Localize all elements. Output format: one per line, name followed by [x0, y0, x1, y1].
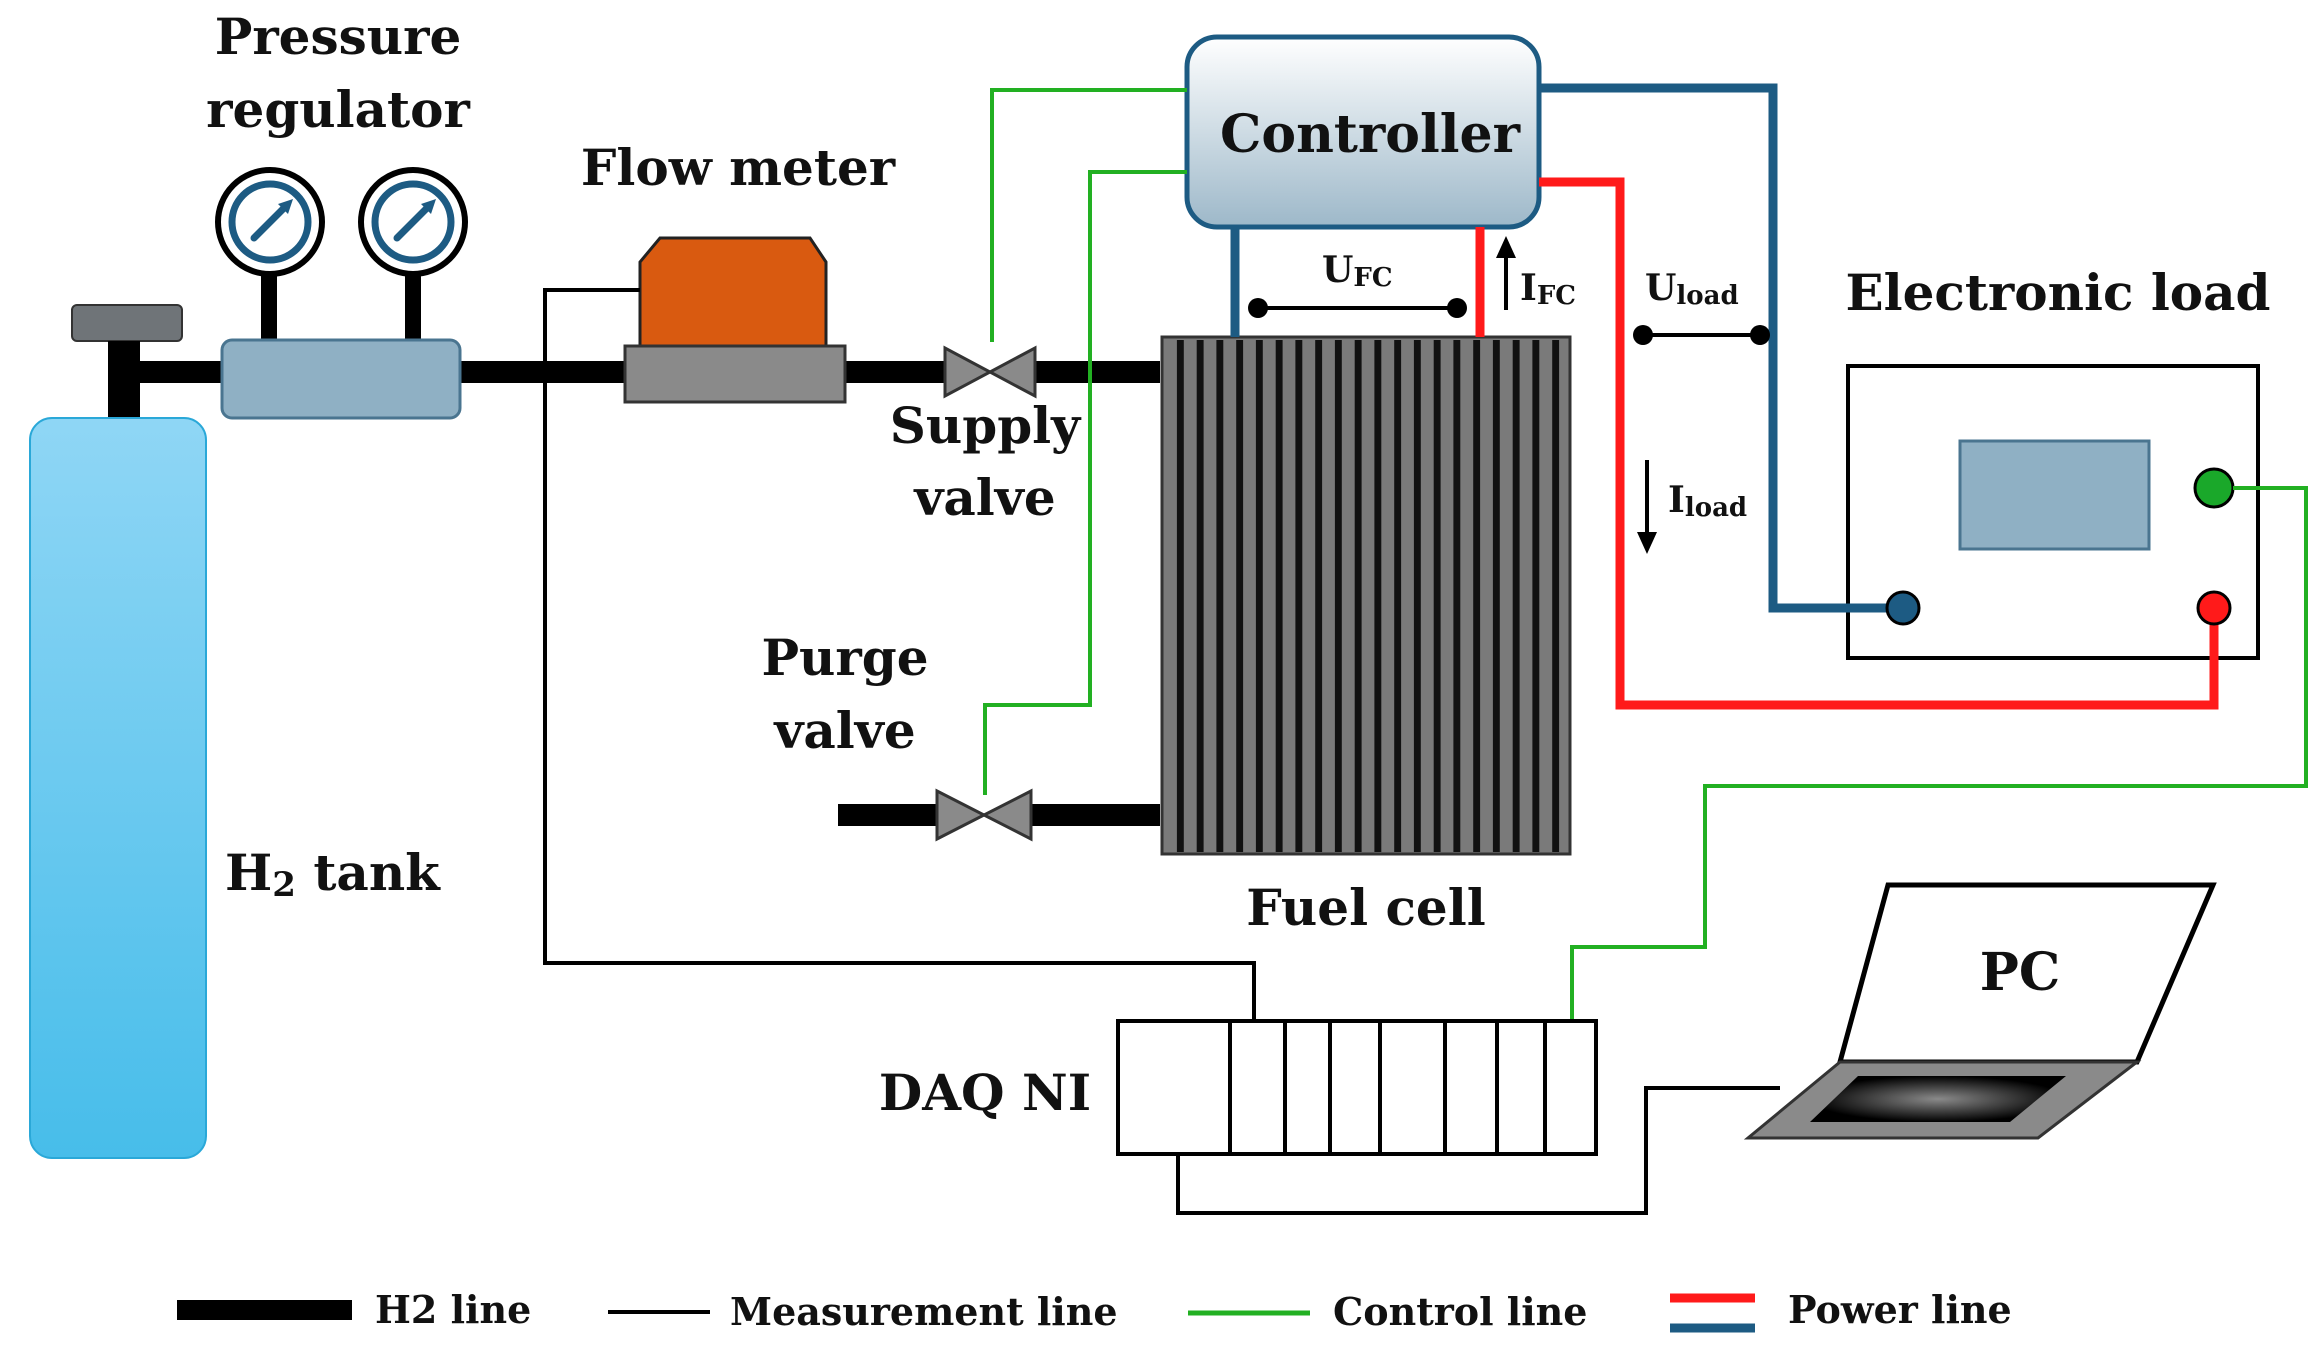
- purge-valve-label-2: valve: [773, 701, 915, 760]
- fuel-cell-plate: [1196, 340, 1204, 852]
- electronic-load-label: Electronic load: [1845, 263, 2270, 322]
- fuel-cell-plate: [1394, 340, 1402, 852]
- supply-valve-icon: [943, 345, 1037, 399]
- fuel-cell-plate: [1473, 340, 1481, 852]
- daq-ni: [1116, 1019, 1598, 1156]
- fuel-cell-plate: [1315, 340, 1323, 852]
- h2-line: [140, 361, 1160, 826]
- fuel-cell-label: Fuel cell: [1246, 878, 1485, 937]
- tank-cap: [71, 304, 183, 342]
- fuel-cell-plate: [1413, 340, 1421, 852]
- tank-body: [29, 417, 207, 1159]
- fuel-cell-plate: [1334, 340, 1342, 852]
- fuel-cell-plate: [1176, 340, 1184, 852]
- legend-measurement-label: Measurement line: [730, 1289, 1118, 1334]
- power-line-red: [1475, 177, 2219, 710]
- fuel-cell-plate: [1255, 340, 1263, 852]
- supply-valve-label-2: valve: [913, 468, 1055, 527]
- legend: H2 line Measurement line Control line Po…: [177, 1287, 2012, 1334]
- gauge-stem-right: [405, 270, 421, 342]
- pressure-gauge-icon: [215, 167, 325, 277]
- u-fc-indicator: [1248, 298, 1467, 318]
- legend-control-label: Control line: [1333, 1289, 1587, 1334]
- controller-box: [1184, 34, 1542, 230]
- arrow-up-icon: [1496, 236, 1516, 310]
- fuel-cell-stack: [1160, 335, 1572, 856]
- pressure-gauge-icon: [358, 167, 468, 277]
- flow-meter-base: [623, 344, 847, 404]
- laptop-icon: [1743, 882, 2217, 1140]
- control-line: [983, 88, 2308, 1065]
- flow-meter-label: Flow meter: [581, 138, 896, 197]
- i-load-label: Iload: [1668, 479, 1747, 523]
- fuel-cell-plate: [1236, 340, 1244, 852]
- load-terminal-blue: [1885, 590, 1921, 626]
- u-fc-label: UFC: [1322, 249, 1393, 293]
- load-terminal-green: [2193, 467, 2235, 509]
- flow-meter: [623, 236, 847, 404]
- fuel-cell-plate: [1374, 340, 1382, 852]
- arrow-down-icon: [1637, 460, 1657, 554]
- fuel-cell-plate: [1552, 340, 1560, 852]
- pressure-regulator: [215, 167, 468, 420]
- h2-tank: [29, 304, 207, 1159]
- controller-label: Controller: [1220, 104, 1521, 165]
- laptop-keyboard: [1810, 1076, 2066, 1122]
- fuel-cell-plate: [1216, 340, 1224, 852]
- fuel-cell-plate: [1512, 340, 1520, 852]
- purge-valve-label-1: Purge: [761, 628, 928, 687]
- purge-valve-icon: [935, 788, 1033, 842]
- fuel-cell-plate: [1295, 340, 1303, 852]
- measurement-line: [543, 288, 1780, 1215]
- h2-tank-label: H2 tank: [225, 843, 441, 905]
- u-load-indicator: [1633, 325, 1770, 345]
- legend-h2-label: H2 line: [375, 1287, 531, 1332]
- fuel-cell-plate: [1275, 340, 1283, 852]
- i-fc-label: IFC: [1520, 267, 1576, 311]
- power-line-blue: [1230, 83, 1893, 613]
- regulator-body: [220, 338, 462, 420]
- fuel-cell-plate: [1433, 340, 1441, 852]
- pc-label: PC: [1980, 942, 2061, 1003]
- daq-label: DAQ NI: [879, 1063, 1091, 1122]
- u-load-label: Uload: [1645, 267, 1739, 311]
- legend-power-label: Power line: [1788, 1287, 2012, 1332]
- supply-valve-label-1: Supply: [890, 396, 1082, 455]
- pressure-regulator-label-2: regulator: [206, 80, 470, 139]
- fuel-cell-plate: [1532, 340, 1540, 852]
- tank-neck: [108, 341, 140, 421]
- fuel-cell-plate: [1453, 340, 1461, 852]
- pressure-regulator-label-1: Pressure: [215, 7, 462, 66]
- fuel-cell-plate: [1492, 340, 1500, 852]
- electronic-load-display: [1958, 439, 2151, 551]
- gauge-stem-left: [261, 270, 277, 342]
- flow-meter-head: [638, 236, 828, 350]
- fuel-cell-plate: [1354, 340, 1362, 852]
- load-terminal-red: [2196, 590, 2232, 626]
